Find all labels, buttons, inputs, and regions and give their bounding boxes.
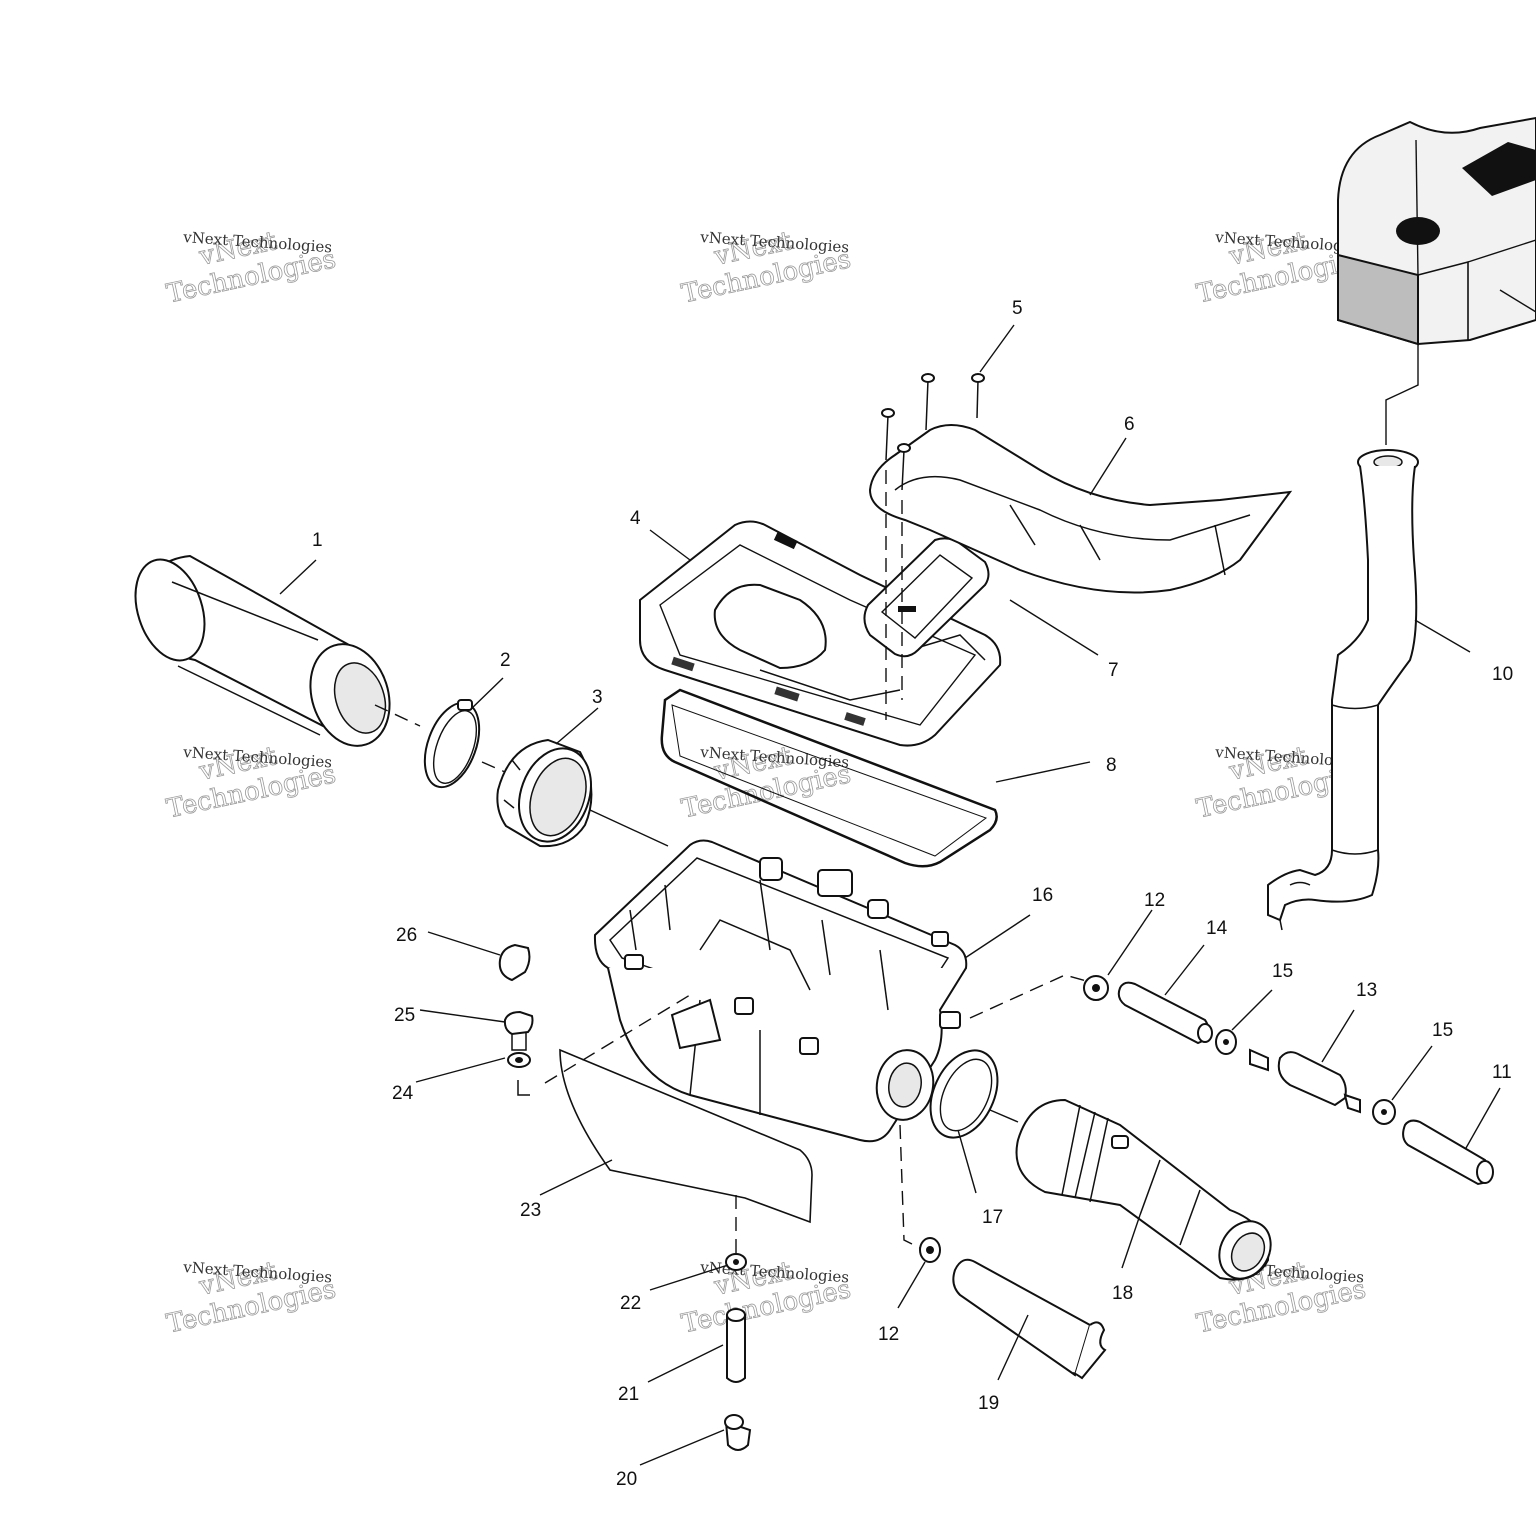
callout-14: 14 — [1206, 918, 1228, 939]
leader-adapter-to-box — [589, 809, 669, 847]
airbox-housing-part — [593, 839, 968, 1143]
callout-22: 22 — [620, 1293, 641, 1314]
watermark-bottom-center: vNext Technologies — [679, 1256, 854, 1340]
callout-15-b: 15 — [1432, 1020, 1453, 1041]
callout-17: 17 — [982, 1207, 1003, 1228]
hose-clamp-15a-part — [1215, 1029, 1237, 1055]
watermark-mid-center: vNext Technologies — [679, 741, 854, 825]
leader-box-to-hose-upper — [969, 974, 1091, 1019]
hose-clamp-15b-part — [1372, 1099, 1396, 1125]
outlet-duct-part — [1015, 1098, 1272, 1281]
base-panel-part — [559, 1048, 813, 1224]
callout-7: 7 — [1108, 660, 1119, 681]
callout-21: 21 — [618, 1384, 639, 1405]
callout-26: 26 — [396, 925, 417, 946]
callout-6: 6 — [1124, 414, 1135, 435]
callout-5: 5 — [1012, 298, 1023, 319]
callout-25: 25 — [394, 1005, 415, 1026]
hose-long-part — [1402, 1119, 1494, 1186]
leader-box-to-lower-hose — [899, 1124, 921, 1249]
air-filter-part — [134, 554, 391, 747]
breather-tube-part — [1267, 449, 1419, 931]
screws-part — [881, 373, 985, 491]
callout-24: 24 — [392, 1083, 414, 1104]
callout-10: 10 — [1492, 664, 1513, 685]
gasket-part — [660, 688, 998, 868]
bolt-part — [503, 1010, 534, 1051]
leader-ring-to-duct — [989, 1109, 1019, 1123]
callout-12-lower: 12 — [878, 1324, 899, 1345]
hose-clamp-upper-part — [1083, 975, 1109, 1001]
callout-1: 1 — [312, 530, 323, 551]
drain-plug-part — [724, 1414, 752, 1451]
foam-block-part — [1337, 116, 1536, 346]
clip-part — [498, 943, 531, 982]
hose-clamp-lower-part — [919, 1237, 941, 1263]
washer-leader-stub — [517, 1080, 530, 1096]
drain-valve-part — [725, 1253, 747, 1271]
callout-4: 4 — [630, 508, 641, 529]
watermark-top-center: vNext Technologies — [679, 226, 854, 310]
drain-tube-part — [726, 1308, 746, 1383]
callout-20: 20 — [616, 1469, 637, 1490]
washer-part — [507, 1052, 531, 1068]
leader-clamp-to-adapter — [481, 761, 506, 773]
drain-hose-part — [952, 1258, 1107, 1380]
callout-8: 8 — [1106, 755, 1117, 776]
gasket-inner-edge — [671, 704, 988, 857]
adapter-ring-part — [496, 738, 593, 848]
leader-panel-to-box — [544, 994, 691, 1084]
intake-duct-part — [868, 424, 1293, 594]
airbox-lid-part — [639, 520, 1002, 747]
hose-clamp-part — [423, 699, 481, 789]
callout-2: 2 — [500, 650, 511, 671]
callout-13: 13 — [1356, 980, 1377, 1001]
callout-23: 23 — [520, 1200, 541, 1221]
leader-foam-to-tube — [1385, 344, 1419, 445]
callout-11: 11 — [1492, 1062, 1512, 1083]
callout-18: 18 — [1112, 1283, 1133, 1304]
callout-16: 16 — [1032, 885, 1053, 906]
callout-15-a: 15 — [1272, 961, 1293, 982]
callout-19: 19 — [978, 1393, 999, 1414]
callout-leaders — [279, 324, 1501, 1466]
callout-3: 3 — [592, 687, 603, 708]
callout-12-upper: 12 — [1144, 890, 1165, 911]
o-ring-part — [929, 1049, 999, 1139]
hose-short-part — [1117, 981, 1213, 1045]
leader-filter-to-clamp — [374, 704, 421, 727]
inline-filter-part — [1249, 1048, 1361, 1114]
